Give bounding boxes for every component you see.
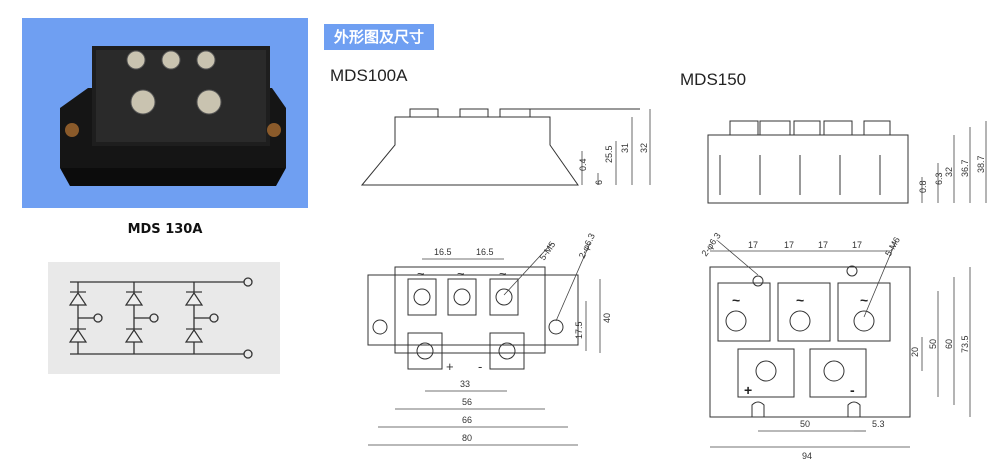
mds150-symbol-ac2: ~ <box>796 292 804 308</box>
mds150-side-dim-2: 6.3 <box>934 172 944 185</box>
mds100-dim-16.5-b: 16.5 <box>476 247 494 257</box>
mds150-symbol-ac3: ~ <box>860 292 868 308</box>
mds100-symbol-plus: + <box>446 359 454 374</box>
circuit-schematic <box>48 262 280 374</box>
mds150-dim-17-d: 17 <box>852 240 862 250</box>
mds150-dim-73.5: 73.5 <box>960 335 970 353</box>
mds100-symbol-ac3: ~ <box>499 266 507 281</box>
mds100-side-dim-5: 32 <box>639 143 649 153</box>
mds150-symbol-plus: + <box>744 382 752 398</box>
mds100-dim-17.5: 17.5 <box>574 321 584 339</box>
mds100-symbol-ac1: ~ <box>417 266 425 281</box>
mds100-dim-16.5-a: 16.5 <box>434 247 452 257</box>
mds150-dim-5-m6: 5-M6 <box>883 235 902 258</box>
mds100-symbol-ac2: ~ <box>457 266 465 281</box>
mds150-symbol-minus: - <box>850 382 855 398</box>
mds150-dim-50-v: 50 <box>928 339 938 349</box>
mds100-symbol-minus: - <box>478 359 482 374</box>
mds150-symbol-ac1: ~ <box>732 292 740 308</box>
mds100-dim-80: 80 <box>462 433 472 443</box>
mds150-dim-17-a: 17 <box>748 240 758 250</box>
mds150-side-dim-5: 38.7 <box>976 155 986 173</box>
mds100-side-dim-2: 6 <box>594 180 604 185</box>
mds100-side-dim-3: 25.5 <box>604 145 614 163</box>
mds100-dim-40: 40 <box>602 313 612 323</box>
mds150-dim-50-h: 50 <box>800 419 810 429</box>
mds150-dim-60: 60 <box>944 339 954 349</box>
mds100-dim-5-m5: 5-M5 <box>537 240 557 263</box>
mds100-title: MDS100A <box>330 66 408 85</box>
mds150-dim-5.3: 5.3 <box>872 419 885 429</box>
mds100-side-dim-1: 0.4 <box>578 158 588 171</box>
bridge-rectifier-diagram <box>68 277 253 359</box>
photo-caption: MDS 130A <box>127 222 203 237</box>
mds100-dim-56: 56 <box>462 397 472 407</box>
mds100-drawing: 0.4 6 25.5 31 32 ~ ~ ~ + - 16.5 16.5 5-M… <box>360 108 651 446</box>
module-photo <box>22 18 308 208</box>
mds150-dim-2-phi: 2-φ6.3 <box>700 231 723 258</box>
mds100-dim-2-phi: 2-φ6.3 <box>577 232 597 260</box>
mds150-dim-94: 94 <box>802 451 812 461</box>
mds150-title: MDS150 <box>680 70 747 89</box>
mds100-dim-33: 33 <box>460 379 470 389</box>
mds150-side-dim-1: 0.8 <box>918 180 928 193</box>
mds100-dim-66: 66 <box>462 415 472 425</box>
mds100-side-dim-4: 31 <box>620 143 630 153</box>
mds150-side-dim-4: 36.7 <box>960 159 970 177</box>
mds150-dim-17-c: 17 <box>818 240 828 250</box>
module-photo-icon <box>22 18 308 208</box>
mds150-side-dim-3: 32 <box>944 167 954 177</box>
mds150-dim-17-b: 17 <box>784 240 794 250</box>
section-heading: 外形图及尺寸 <box>324 24 435 50</box>
mds150-dim-20: 20 <box>910 347 920 357</box>
mds150-drawing: 0.8 6.3 32 36.7 38.7 ~ ~ ~ + - 2-φ6.3 17… <box>700 120 987 461</box>
